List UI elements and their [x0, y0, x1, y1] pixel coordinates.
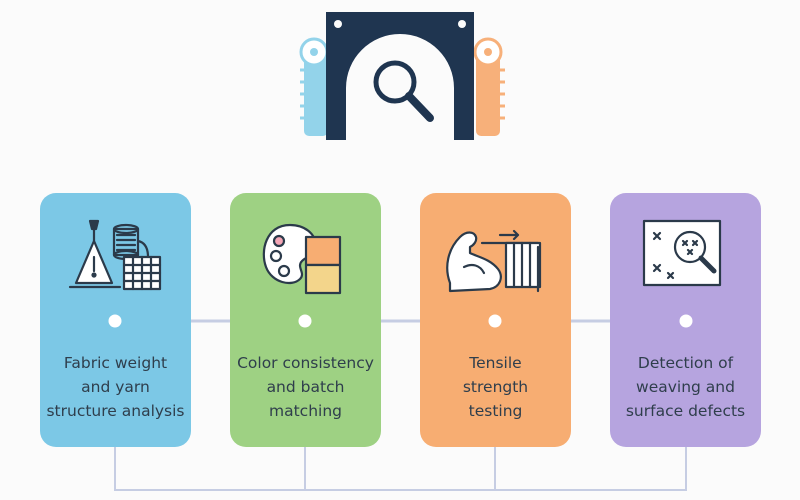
magnifier-icon — [373, 60, 434, 122]
palette-swatch-icon — [262, 223, 342, 295]
stage-label-color-consistency: Color consistency and batch matching — [237, 354, 374, 420]
stage-label-tensile-strength: Tensile strength testing — [462, 354, 529, 420]
hero-loom-inspection-icon — [299, 12, 505, 140]
muscle-arm-fabric-icon — [446, 229, 542, 293]
stage-card-defect-detection: Detection of weaving and surface defects — [610, 193, 761, 447]
scale-yarn-grid-icon — [68, 219, 162, 291]
stage-card-fabric-weight: Fabric weight and yarn structure analysi… — [40, 193, 191, 447]
defect-magnifier-icon — [642, 219, 722, 287]
stage-label-fabric-weight: Fabric weight and yarn structure analysi… — [46, 354, 185, 420]
stage-label-defect-detection: Detection of weaving and surface defects — [625, 354, 746, 420]
thread-roller-icon — [299, 37, 329, 136]
stage-card-tensile-strength: Tensile strength testing — [420, 193, 571, 447]
connector-bottom — [114, 447, 687, 491]
loom-frame-icon — [326, 12, 474, 140]
stage-card-color-consistency: Color consistency and batch matching — [230, 193, 381, 447]
thread-roller-icon-right — [473, 37, 505, 136]
